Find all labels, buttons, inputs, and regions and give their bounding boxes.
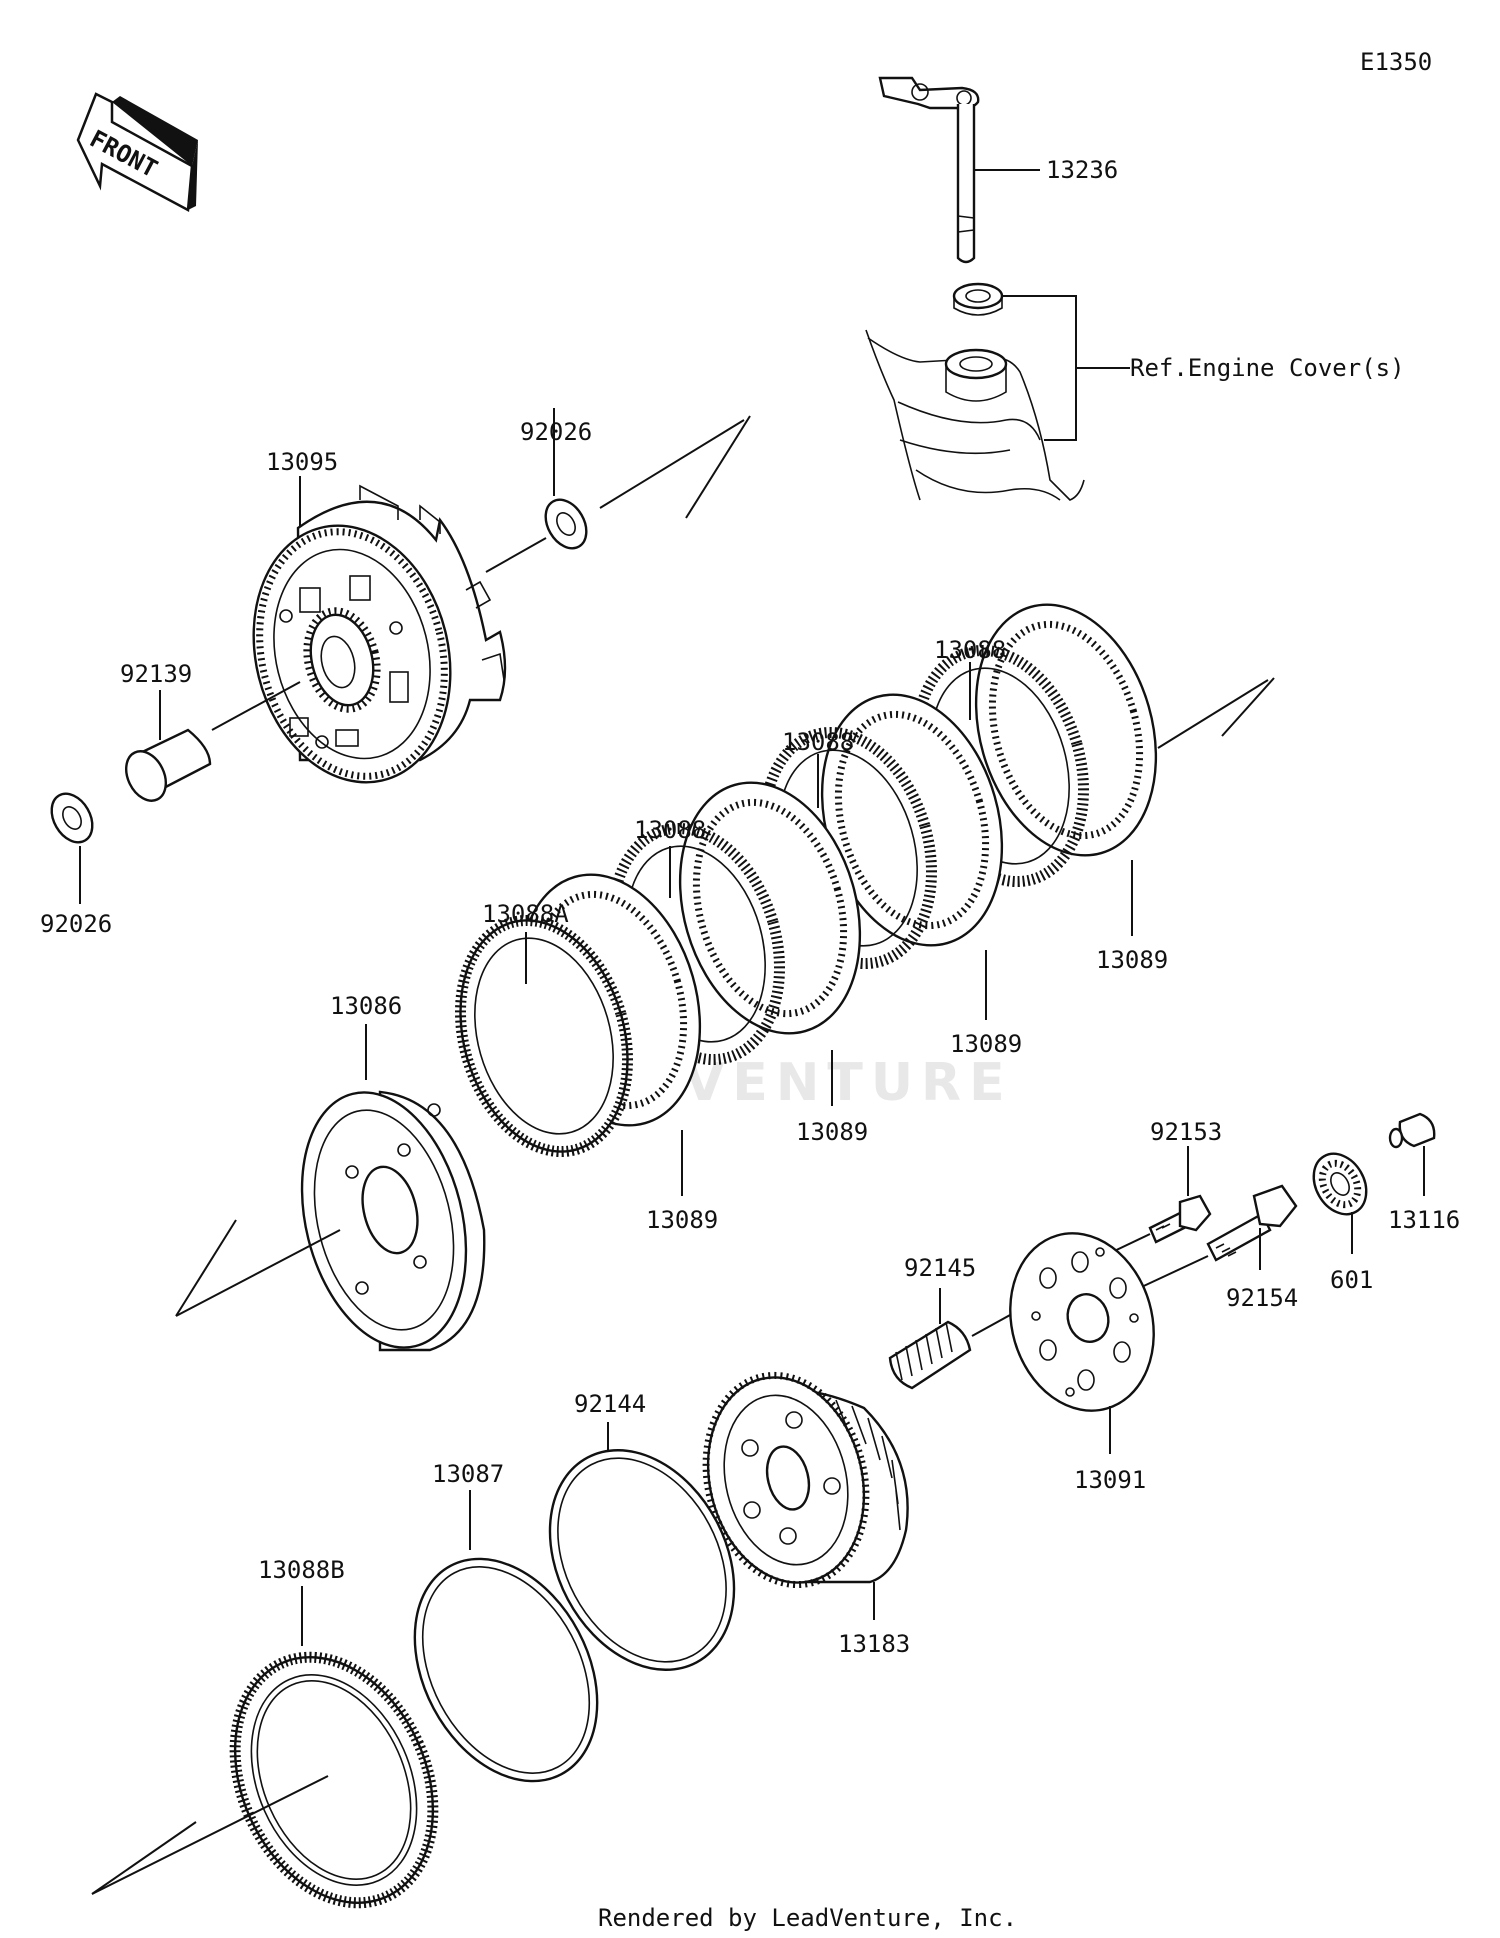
label-13088B: 13088B — [258, 1556, 345, 1584]
judder-spring-seat[interactable] — [378, 1527, 634, 1812]
label-13086: 13086 — [330, 992, 402, 1020]
label-92145: 92145 — [904, 1254, 976, 1282]
label-13095: 13095 — [266, 448, 338, 476]
label-92139: 92139 — [120, 660, 192, 688]
label-13089-center-right: 13089 — [950, 1030, 1022, 1058]
pressure-plate[interactable] — [277, 1075, 491, 1365]
label-92144: 13087 — [432, 1460, 504, 1488]
footer-credit: Rendered by LeadVenture, Inc. — [598, 1904, 1017, 1932]
label-601: 601 — [1330, 1266, 1373, 1294]
label-92026-top: 92026 — [520, 418, 592, 446]
label-13091: 13091 — [1074, 1466, 1146, 1494]
push-rod-lever[interactable] — [878, 76, 980, 264]
sleeve-bushing[interactable] — [118, 728, 212, 807]
steel-plate-4[interactable] — [948, 583, 1184, 876]
label-13089-left: 13089 — [646, 1206, 718, 1234]
thrust-washer-lower[interactable] — [43, 786, 100, 849]
clutch-housing[interactable] — [227, 484, 507, 803]
friction-plate-b[interactable] — [198, 1626, 470, 1935]
front-arrow-icon: FRONT — [76, 92, 198, 212]
label-92154: 92154 — [1226, 1284, 1298, 1312]
label-92153: 92153 — [1150, 1118, 1222, 1146]
thrust-washer-upper[interactable] — [537, 492, 594, 555]
push-rod-pin[interactable] — [1388, 1112, 1436, 1149]
label-13088A: 13088A — [482, 900, 569, 928]
friction-plate-1[interactable] — [435, 901, 654, 1172]
ball-bearing[interactable] — [1303, 1144, 1377, 1223]
judder-spring-ring[interactable] — [513, 1418, 770, 1702]
clutch-bolt-long[interactable] — [1206, 1184, 1298, 1262]
label-13089-center: 13089 — [796, 1118, 868, 1146]
label-13088-top: 13088 — [934, 636, 1006, 664]
clutch-spring-bolt-short[interactable] — [1148, 1194, 1212, 1244]
label-13089-right: 13089 — [1096, 946, 1168, 974]
clutch-spring[interactable] — [888, 1320, 972, 1390]
label-13088-middle: 13088 — [782, 728, 854, 756]
diagram-id: E1350 — [1360, 48, 1432, 76]
label-13088-lower: 13088 — [634, 816, 706, 844]
label-13116: 13116 — [1388, 1206, 1460, 1234]
clutch-hub[interactable] — [685, 1358, 909, 1601]
label-13183: 92144 — [574, 1390, 646, 1418]
label-13087: 13183 — [838, 1630, 910, 1658]
steel-plate-3[interactable] — [794, 673, 1030, 966]
clutch-spring-plate[interactable] — [990, 1216, 1174, 1428]
oil-seal[interactable] — [952, 282, 1004, 316]
label-92026-bottom: 92026 — [40, 910, 112, 938]
reference-engine-cover: Ref.Engine Cover(s) — [1130, 354, 1405, 382]
label-13236: 13236 — [1046, 156, 1118, 184]
engine-cover-section — [865, 329, 1085, 501]
